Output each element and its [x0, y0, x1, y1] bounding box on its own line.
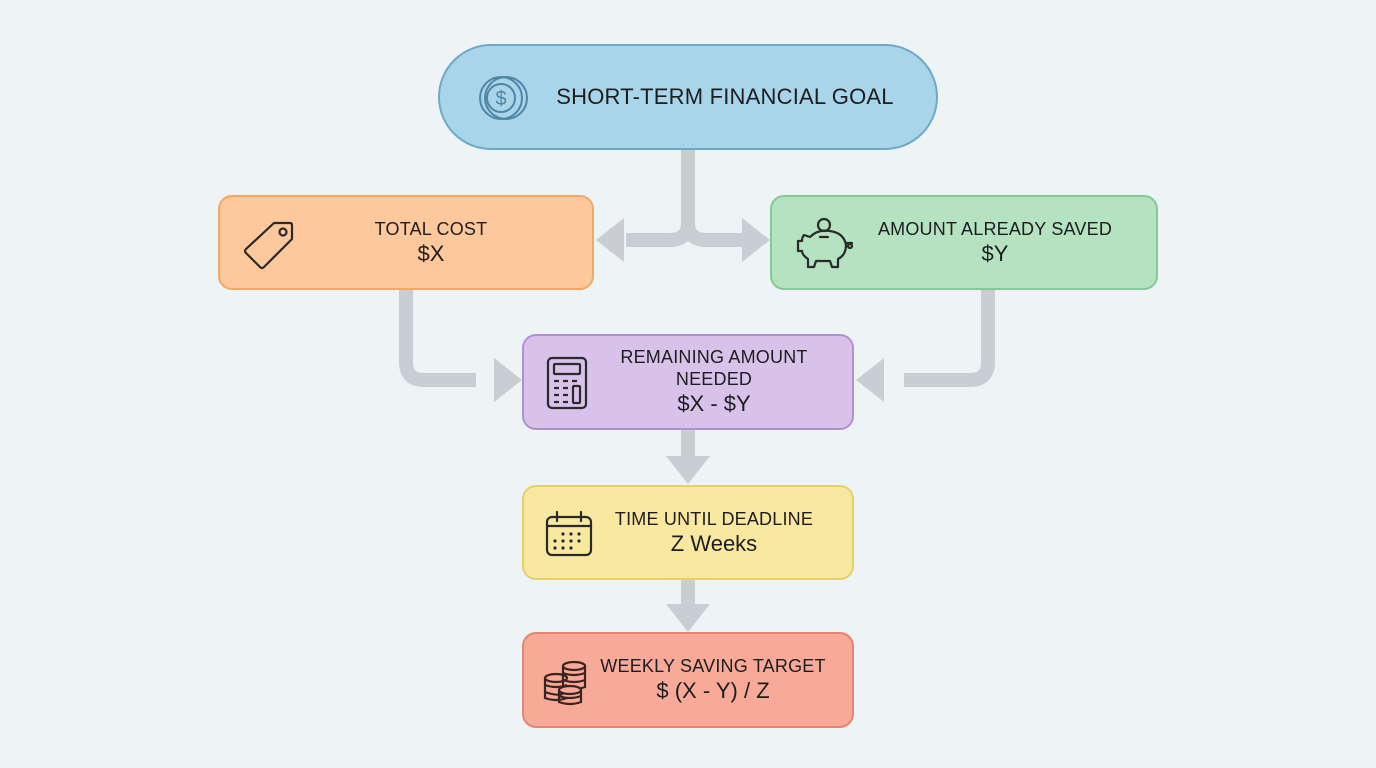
coin-stacks-icon: [542, 658, 590, 708]
arrowhead-down-icon: [666, 456, 710, 484]
node-title: TIME UNTIL DEADLINE: [614, 508, 814, 529]
calculator-icon: [544, 356, 590, 412]
node-value: $X - $Y: [677, 391, 751, 416]
price-tag-icon: [240, 217, 296, 273]
connector-goal-to-already-saved: [681, 150, 746, 247]
svg-text:$: $: [495, 88, 506, 110]
arrowhead-right-icon: [494, 358, 522, 402]
piggy-bank-icon: [794, 215, 856, 273]
node-value: Z Weeks: [670, 530, 758, 556]
arrowhead-right-icon: [742, 218, 770, 262]
node-title: AMOUNT ALREADY SAVED: [877, 218, 1113, 239]
node-value: $X: [417, 240, 445, 266]
node-total-cost: TOTAL COST $X: [218, 195, 594, 290]
node-title-line2: NEEDED: [675, 369, 753, 389]
arrowhead-left-icon: [856, 358, 884, 402]
arrowhead-left-icon: [596, 218, 624, 262]
connector-total-cost-to-remaining: [399, 290, 476, 387]
node-short-term-financial-goal: $ SHORT-TERM FINANCIAL GOAL: [438, 44, 938, 150]
node-value: $Y: [981, 240, 1009, 266]
node-value: $ (X - Y) / Z: [656, 678, 770, 703]
node-title: SHORT-TERM FINANCIAL GOAL: [556, 84, 894, 109]
node-remaining-amount-needed: REMAINING AMOUNT NEEDED $X - $Y: [522, 334, 854, 430]
node-title: WEEKLY SAVING TARGET: [600, 656, 826, 676]
connector-already-saved-to-remaining: [904, 290, 995, 387]
node-title: TOTAL COST: [374, 218, 488, 239]
coins-dollar-icon: $: [474, 72, 536, 124]
arrowhead-down-icon: [666, 604, 710, 632]
calendar-icon: [544, 509, 594, 559]
node-time-until-deadline: TIME UNTIL DEADLINE Z Weeks: [522, 485, 854, 580]
node-title-line1: REMAINING AMOUNT: [620, 347, 808, 367]
connector-goal-to-total-cost: [626, 150, 695, 247]
node-weekly-saving-target: WEEKLY SAVING TARGET $ (X - Y) / Z: [522, 632, 854, 728]
node-amount-already-saved: AMOUNT ALREADY SAVED $Y: [770, 195, 1158, 290]
